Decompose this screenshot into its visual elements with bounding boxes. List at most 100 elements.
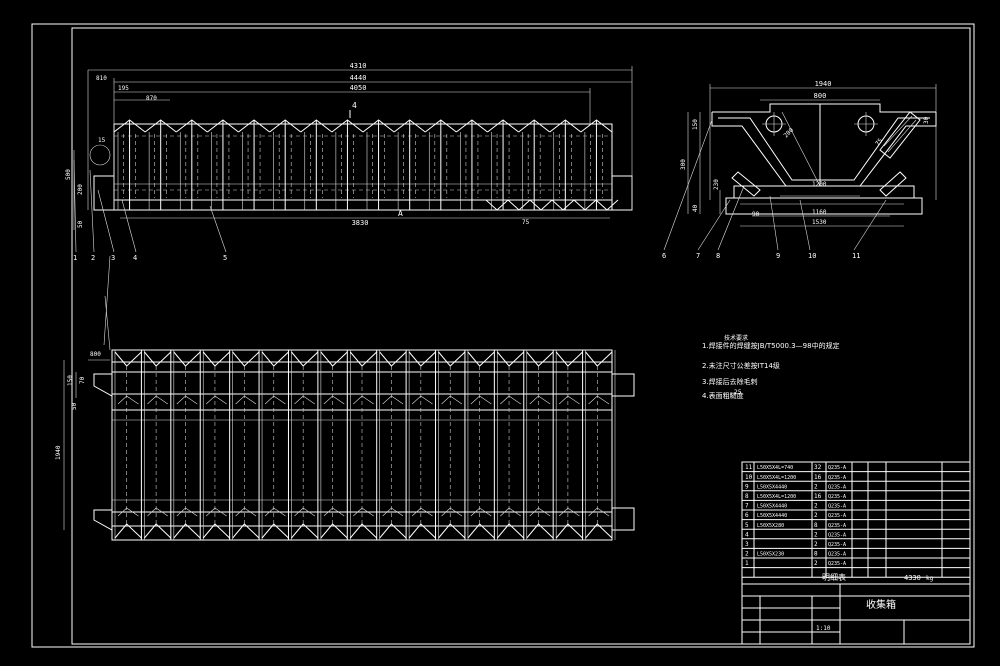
bom-row-material: Q235-A <box>828 465 846 471</box>
callout-1: 1 <box>73 254 77 262</box>
section-label-bottom: A <box>398 209 403 218</box>
bom-row-material: Q235-A <box>828 494 846 500</box>
plan-view-frame <box>93 349 635 541</box>
bom-row-material: Q235-A <box>828 542 846 548</box>
tech-note-2: 2.未注尺寸公差按IT14级 <box>702 362 780 370</box>
bom-row-no: 9 <box>745 483 749 490</box>
callout-10: 10 <box>808 252 816 260</box>
bom-row-qty: 2 <box>814 531 818 538</box>
callout-7: 7 <box>696 252 700 260</box>
section-label-top: 4 <box>352 101 357 110</box>
tech-notes-heading: 技术要求 <box>724 335 749 342</box>
dim-500: 500 <box>65 169 72 180</box>
bom-row-spec: L50X5X4440 <box>757 513 787 519</box>
front-view-frame <box>93 123 633 211</box>
outer-frame <box>31 23 975 648</box>
dim-4440: 4440 <box>350 74 367 82</box>
bom-row-material: Q235-A <box>828 504 846 510</box>
bom-row-no: 10 <box>745 474 753 481</box>
dim-70-plan: 70 <box>79 376 86 384</box>
bom-row-no: 6 <box>745 512 749 519</box>
mass-unit: kg <box>926 575 934 582</box>
callout-3: 3 <box>111 254 115 262</box>
dim-50: 50 <box>77 220 84 228</box>
bom-row-material: Q235-A <box>828 552 846 558</box>
bom-row-qty: 16 <box>814 493 822 500</box>
bom-row-material: Q235-A <box>828 484 846 490</box>
bom-row-material: Q235-A <box>828 532 846 538</box>
dim-200-side: 200 <box>782 127 795 140</box>
bom-row-qty: 2 <box>814 483 818 490</box>
bom-row-no: 2 <box>745 551 749 558</box>
bom-row-spec: L50X5X230 <box>757 552 784 558</box>
dim-3830: 3830 <box>352 219 369 227</box>
dim-30: 30 <box>923 116 930 124</box>
bom-row-no: 1 <box>745 560 749 567</box>
dim-230: 230 <box>713 179 720 190</box>
bom-row-material: Q235-A <box>828 475 846 481</box>
dim-810: 810 <box>96 75 107 82</box>
tech-note-1: 1.焊接件的焊缝按JB/T5000.3—98中的规定 <box>702 342 840 350</box>
dim-1160: 1160 <box>812 209 827 216</box>
dim-150-plan: 150 <box>67 375 74 386</box>
bom-row-qty: 32 <box>814 464 822 471</box>
dim-1940: 1940 <box>815 80 832 88</box>
bom-row-spec: L50X5X4440 <box>757 484 787 490</box>
bom-row-qty: 2 <box>814 541 818 548</box>
bom-row-no: 4 <box>745 531 749 538</box>
bom-row-no: 5 <box>745 522 749 529</box>
bom-row-spec: L50X5X4L=740 <box>757 465 793 471</box>
callout-4: 4 <box>133 254 137 262</box>
drawing-scale: 1:10 <box>816 625 831 632</box>
bom-row-no: 7 <box>745 503 749 510</box>
bom-row-qty: 2 <box>814 560 818 567</box>
front-view-zigzag <box>113 119 619 211</box>
dim-4310: 4310 <box>350 62 367 70</box>
bom-row-qty: 2 <box>814 503 818 510</box>
inner-frame <box>71 27 971 645</box>
front-view: 4310 4440 4050 810 195 870 500 200 50 15… <box>65 62 633 346</box>
roughness-value: 25 <box>734 389 742 396</box>
tech-note-4: 4.表面粗糙度 <box>702 392 744 400</box>
dim-15: 15 <box>98 137 106 144</box>
front-view-callouts: 1 2 3 4 5 <box>73 159 227 346</box>
bom-row-material: Q235-A <box>828 523 846 529</box>
dim-800-plan: 800 <box>90 351 101 358</box>
side-view: 1940 800 1200 1160 1530 300 150 230 40 7… <box>662 80 937 260</box>
callout-5: 5 <box>223 254 227 262</box>
dim-75: 75 <box>522 219 530 226</box>
bom-row-qty: 8 <box>814 522 818 529</box>
dim-800: 800 <box>814 92 827 100</box>
bom-row-qty: 16 <box>814 474 822 481</box>
plan-view: 800 150 70 50 1940 <box>55 295 635 541</box>
callout-9: 9 <box>776 252 780 260</box>
dim-1200: 1200 <box>812 181 827 188</box>
dim-195: 195 <box>118 85 129 92</box>
bom-header: 明细表 <box>822 572 846 582</box>
dim-4050: 4050 <box>350 84 367 92</box>
bom-row-qty: 2 <box>814 512 818 519</box>
dim-50-plan: 50 <box>71 402 78 410</box>
dim-870: 870 <box>146 95 157 102</box>
callout-11: 11 <box>852 252 860 260</box>
dim-1940-plan: 1940 <box>55 445 62 460</box>
dim-150: 150 <box>692 119 699 130</box>
bom-row-spec: L50X5X4L=1200 <box>757 494 796 500</box>
bom-row-no: 11 <box>745 464 753 471</box>
total-mass: 4330 <box>904 574 921 582</box>
bom-row-material: Q235-A <box>828 513 846 519</box>
dim-300: 300 <box>680 159 687 170</box>
bom-row-spec: L50X5X280 <box>757 523 784 529</box>
dim-40: 40 <box>692 204 699 212</box>
callout-8: 8 <box>716 252 720 260</box>
callout-6: 6 <box>662 252 666 260</box>
side-view-callouts: 6 7 8 9 10 11 <box>662 119 887 260</box>
bom-row-qty: 8 <box>814 551 818 558</box>
bom-row-spec: L50X5X4440 <box>757 504 787 510</box>
bom-row-no: 3 <box>745 541 749 548</box>
callout-2: 2 <box>91 254 95 262</box>
drawing-title: 收集箱 <box>866 598 896 611</box>
